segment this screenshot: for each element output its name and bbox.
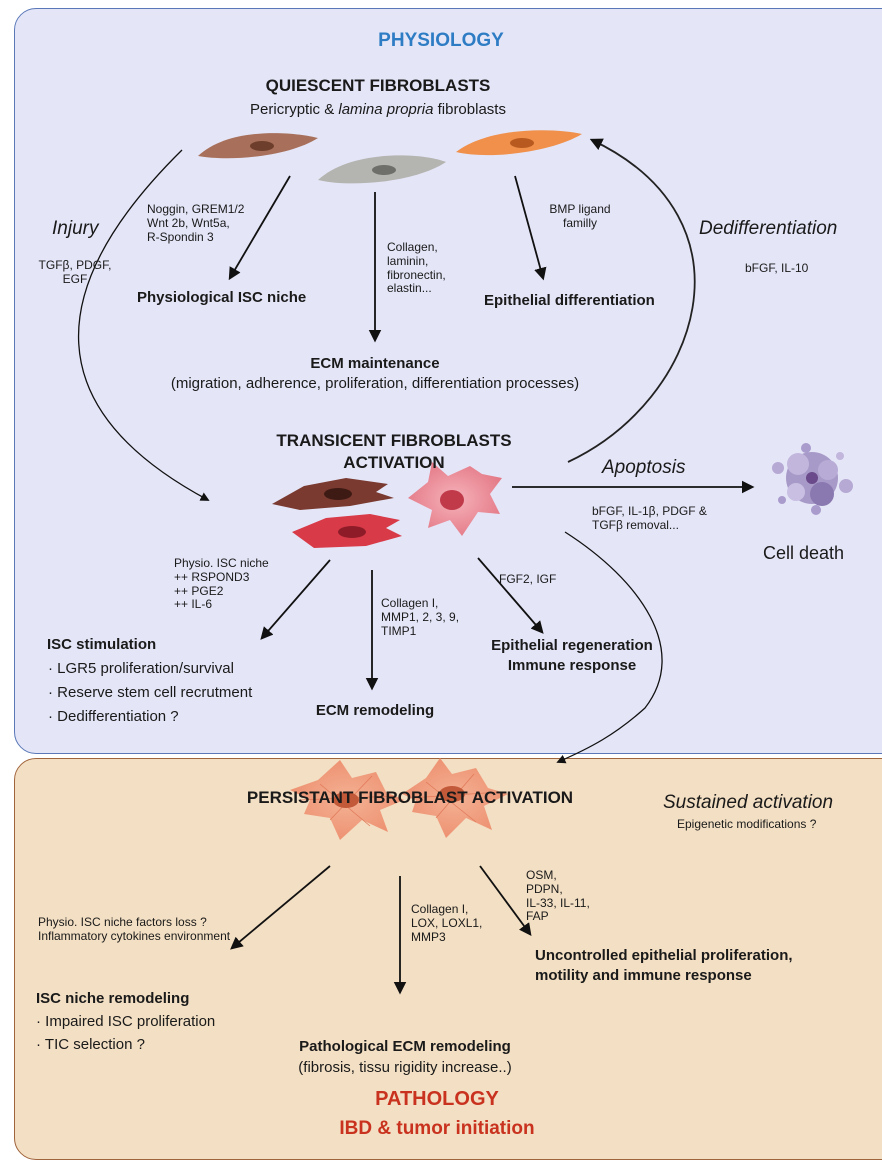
isc-stim-bullet: · Dedifferentiation ? — [48, 708, 179, 725]
uncontrolled-factors: OSM, PDPN, IL-33, IL-11, FAP — [526, 868, 590, 924]
isc-stim-bullet: · LGR5 proliferation/survival — [48, 660, 234, 677]
sustained-label: Sustained activation — [663, 792, 834, 813]
niche-remodel-title: ISC niche remodeling — [36, 990, 190, 1007]
niche-remodel-factors: Physio. ISC niche factors loss ? Inflamm… — [38, 915, 231, 943]
isc-stim-arrow — [260, 559, 331, 640]
isc-stim-title: ISC stimulation — [47, 636, 157, 653]
dedifferentiation-label: Dedifferentiation — [699, 218, 838, 239]
path-ecm-detail: (fibrosis, tissu rigidity increase..) — [298, 1059, 512, 1076]
dedifferentiation-factors: bFGF, IL-10 — [745, 261, 809, 275]
niche-arrow — [228, 175, 291, 281]
fibroblast-brown-icon — [198, 133, 318, 159]
niche-target: Physiological ISC niche — [137, 289, 307, 306]
transient-title: TRANSICENT FIBROBLASTS ACTIVATION — [276, 431, 512, 473]
subtitle-text-end: fibroblasts — [433, 101, 506, 118]
ecm-remodel-target: ECM remodeling — [315, 702, 435, 719]
quiescent-subtitle: Pericryptic & lamina propria fibroblasts — [250, 101, 506, 118]
apoptosis-label: Apoptosis — [602, 457, 686, 478]
epi-diff-target: Epithelial differentiation — [484, 292, 655, 309]
subtitle-italic: lamina propria — [338, 101, 434, 118]
fibroblast-grey-icon — [318, 155, 446, 184]
cell-death-icon — [772, 443, 853, 515]
activated-fibroblast-dark-icon — [272, 478, 394, 510]
niche-remodel-bullet: · TIC selection ? — [36, 1036, 145, 1053]
isc-stim-bullet-text: Dedifferentiation ? — [57, 708, 179, 725]
ecm-maint-detail: (migration, adherence, proliferation, di… — [170, 375, 580, 392]
uncontrolled-arrow — [479, 865, 532, 937]
persistent-title: PERSISTANT FIBROBLAST ACTIVATION — [246, 788, 574, 807]
path-ecm-factors: Collagen I, LOX, LOXL1, MMP3 — [411, 902, 483, 944]
injury-arrow — [77, 149, 210, 501]
injury-factors: TGFβ, PDGF, EGF — [38, 258, 112, 286]
epi-diff-factors: BMP ligand familly — [549, 202, 611, 230]
ecm-remodel-factors: Collagen I, MMP1, 2, 3, 9, TIMP1 — [381, 596, 460, 638]
physiology-header: PHYSIOLOGY — [378, 30, 504, 51]
niche-remodel-bullet-text: TIC selection ? — [44, 1036, 145, 1053]
niche-remodel-bullet: · Impaired ISC proliferation — [36, 1013, 216, 1030]
niche-remodel-arrow — [230, 865, 331, 950]
quiescent-title: QUIESCENT FIBROBLASTS — [265, 76, 491, 95]
isc-stim-bullet-text: Reserve stem cell recrutment — [57, 684, 253, 701]
sustained-arrow — [556, 531, 663, 764]
epi-regen-arrow — [477, 557, 544, 634]
niche-remodel-bullet-text: Impaired ISC proliferation — [45, 1013, 216, 1030]
pathology-subheader: IBD & tumor initiation — [339, 1118, 535, 1139]
isc-stim-bullet-text: LGR5 proliferation/survival — [57, 660, 234, 677]
persistent-fibroblast-right-icon — [402, 758, 508, 838]
uncontrolled-target: Uncontrolled epithelial proliferation, m… — [535, 947, 793, 985]
sustained-factors: Epigenetic modifications ? — [677, 817, 817, 831]
niche-factors: Noggin, GREM1/2 Wnt 2b, Wnt5a, R-Spondin… — [147, 202, 245, 244]
subtitle-text: Pericryptic & — [250, 101, 339, 118]
fibroblast-orange-icon — [456, 130, 582, 156]
physiology-panel — [14, 8, 882, 754]
activated-fibroblast-pink-icon — [408, 462, 502, 536]
epi-regen-factors: FGF2, IGF — [499, 572, 557, 586]
isc-stim-factors: Physio. ISC niche ++ RSPOND3 ++ PGE2 ++ … — [174, 556, 269, 612]
cell-death-label: Cell death — [763, 543, 845, 563]
epi-regen-target: Epithelial regeneration Immune response — [491, 637, 653, 674]
pathology-header: PATHOLOGY — [375, 1088, 499, 1110]
isc-stim-bullet: · Reserve stem cell recrutment — [48, 684, 253, 701]
ecm-maint-target: ECM maintenance — [310, 355, 440, 372]
dedifferentiation-arrow — [567, 138, 696, 463]
path-ecm-target: Pathological ECM remodeling — [299, 1038, 511, 1055]
persistent-fibroblast-left-icon — [290, 760, 404, 840]
injury-label: Injury — [52, 218, 99, 239]
activated-fibroblast-red-icon — [292, 514, 402, 548]
ecm-maint-factors: Collagen, laminin, fibronectin, elastin.… — [387, 240, 446, 296]
apoptosis-factors: bFGF, IL-1β, PDGF & TGFβ removal... — [592, 504, 707, 532]
epithelial-diff-arrow — [514, 175, 547, 281]
